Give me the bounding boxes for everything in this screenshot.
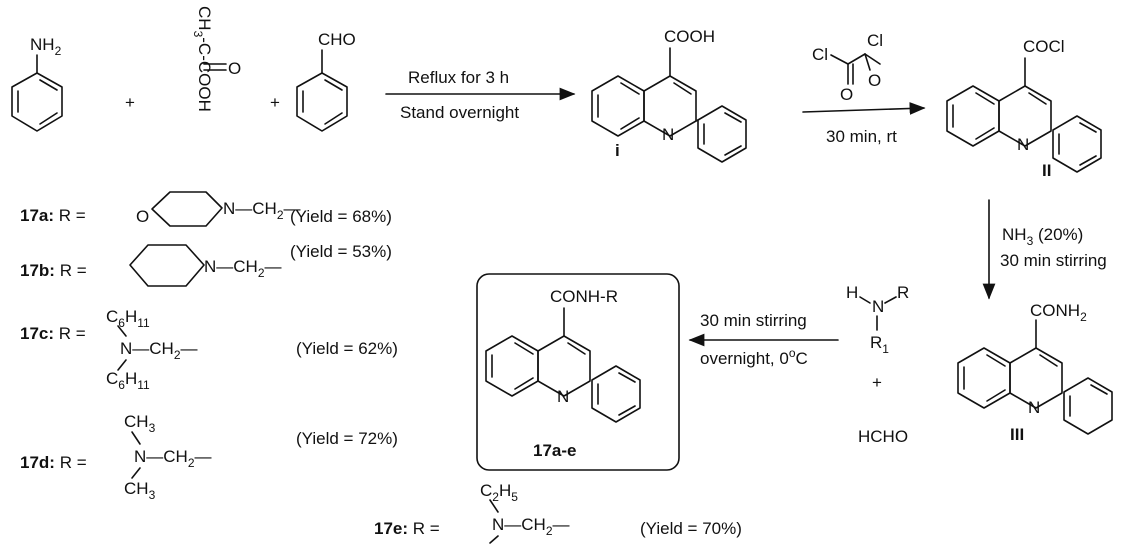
compound-17a-label: 17a: R = xyxy=(20,206,86,225)
oxalyl-o-left: O xyxy=(840,85,853,104)
amine-n: N xyxy=(872,297,884,316)
ring-nitrogen: N xyxy=(662,125,674,144)
amine-h: H xyxy=(846,283,858,302)
compound-17c-yield: (Yield = 62%) xyxy=(296,339,398,358)
compound-17d-n: N—CH2— xyxy=(134,447,212,470)
intermediate-iii-label: III xyxy=(1010,425,1024,444)
compound-17c-n: N—CH2— xyxy=(120,339,198,362)
quinoline-amide-structure xyxy=(957,319,1113,435)
cyclohexyl-top: C6H11 xyxy=(106,307,150,330)
quinoline-acyl-chloride-structure xyxy=(946,57,1102,173)
product-group: CONH-R xyxy=(550,287,618,306)
morpholine-o: O xyxy=(136,207,149,226)
pyruvic-acid-label: CH3-C-COOH xyxy=(191,6,214,112)
compound-17e: 17e: R = C2H5 N—CH2— (Yield = 70%) xyxy=(374,481,742,544)
product-quinoline-structure xyxy=(485,307,641,423)
step4-condition-bottom: overnight, 0oC xyxy=(700,346,808,368)
amine-r: R xyxy=(897,283,909,302)
product-label: 17a-e xyxy=(533,441,576,460)
oxalyl-cl-left: Cl xyxy=(812,45,828,64)
benzaldehyde-structure: CHO xyxy=(296,30,356,132)
compound-17d-label: 17d: R = xyxy=(20,453,87,472)
compound-17e-label: 17e: R = xyxy=(374,519,440,538)
oxalyl-o-right: O xyxy=(868,71,881,90)
amine-r1: R1 xyxy=(870,333,889,356)
compound-17e-yield: (Yield = 70%) xyxy=(640,519,742,538)
ring-nitrogen: N xyxy=(557,387,569,406)
plus-sign: + xyxy=(270,93,280,112)
step1-condition-bottom: Stand overnight xyxy=(400,103,519,122)
step4-condition-top: 30 min stirring xyxy=(700,311,807,330)
compound-17c-label: 17c: R = xyxy=(20,324,86,343)
intermediate-iii-group: CONH2 xyxy=(1030,301,1087,324)
pyruvic-carbonyl-o: O xyxy=(228,59,241,78)
morpholine-n: N—CH2— xyxy=(223,199,301,222)
step2-condition: 30 min, rt xyxy=(826,127,897,146)
intermediate-ii-group: COCl xyxy=(1023,37,1065,56)
pyruvic-acid-structure: CH3-C-COOH xyxy=(191,6,214,112)
compound-17a-yield: (Yield = 68%) xyxy=(290,207,392,226)
step3-condition-2: 30 min stirring xyxy=(1000,251,1107,270)
ethyl-top: C2H5 xyxy=(480,481,518,504)
ring-nitrogen: N xyxy=(1017,135,1029,154)
morpholine-ring xyxy=(151,191,223,227)
compound-17b-yield: (Yield = 53%) xyxy=(290,242,392,261)
secondary-amine-structure: H N R R1 + HCHO xyxy=(846,283,909,446)
step1-condition-top: Reflux for 3 h xyxy=(408,68,509,87)
compound-17b-label: 17b: R = xyxy=(20,261,87,280)
piperidine-n: N—CH2— xyxy=(204,257,282,280)
aniline-nh2-label: NH2 xyxy=(30,35,62,58)
intermediate-ii-label: II xyxy=(1042,161,1051,180)
intermediate-i-label: i xyxy=(615,141,620,160)
plus-sign: + xyxy=(872,373,882,392)
step2-arrow xyxy=(802,102,926,115)
product-box xyxy=(476,273,680,471)
compound-17d-yield: (Yield = 72%) xyxy=(296,429,398,448)
piperidine-ring xyxy=(129,244,205,287)
compound-17c: 17c: R = C6H11 N—CH2— C6H11 (Yield = 62%… xyxy=(20,307,398,392)
methyl-bottom: CH3 xyxy=(124,479,156,502)
compound-17e-n: N—CH2— xyxy=(492,515,570,538)
plus-sign: + xyxy=(125,93,135,112)
compound-17b: 17b: R = N—CH2— (Yield = 53%) xyxy=(20,242,392,287)
oxalyl-chloride-structure: Cl Cl O O xyxy=(812,31,883,104)
compound-17a: 17a: R = O N—CH2— (Yield = 68%) xyxy=(20,191,392,227)
benzaldehyde-cho-label: CHO xyxy=(318,30,356,49)
oxalyl-cl-right: Cl xyxy=(867,31,883,50)
step3-condition-1: NH3 (20%) xyxy=(1002,225,1083,248)
compound-17d: 17d: R = CH3 N—CH2— CH3 (Yield = 72%) xyxy=(20,412,398,502)
methyl-top: CH3 xyxy=(124,412,156,435)
quinoline-acid-structure xyxy=(591,47,747,163)
ring-nitrogen: N xyxy=(1028,398,1040,417)
aniline-structure: NH2 xyxy=(11,35,63,132)
formaldehyde-label: HCHO xyxy=(858,427,908,446)
intermediate-i-group: COOH xyxy=(664,27,715,46)
cyclohexyl-bottom: C6H11 xyxy=(106,369,150,392)
